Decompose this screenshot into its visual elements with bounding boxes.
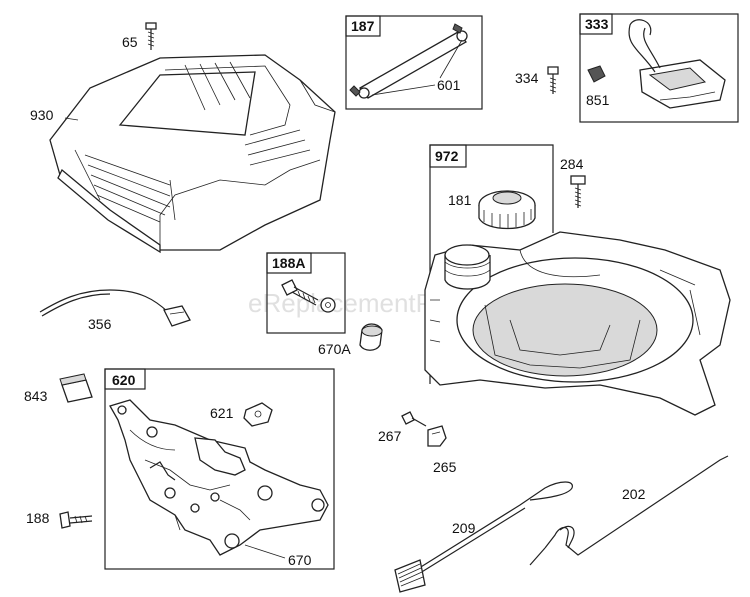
label-65: 65 [122,34,138,50]
label-851: 851 [586,92,610,108]
ignition-armature-333[interactable] [628,19,726,109]
screw-188[interactable] [59,511,93,529]
box-label-188a: 188A [272,255,305,271]
fuel-tank-shroud-972[interactable] [424,231,731,416]
box-187 [345,15,483,110]
clamp-265[interactable] [427,425,447,447]
label-843: 843 [24,388,48,404]
label-601: 601 [437,77,461,93]
kill-switch-851[interactable] [587,65,606,83]
label-670: 670 [288,552,312,568]
screw-267[interactable] [401,411,427,427]
blower-housing-930[interactable] [49,54,336,254]
label-334: 334 [515,70,539,86]
label-930: 930 [30,107,54,123]
box-972 [429,144,554,384]
bolt-334[interactable] [547,66,559,94]
label-284: 284 [560,156,584,172]
box-620 [104,368,335,570]
box-label-187: 187 [351,18,375,34]
governor-link-202[interactable] [529,455,729,566]
label-356: 356 [88,316,112,332]
control-bracket-620[interactable] [109,399,329,556]
bracket-621[interactable] [243,402,273,427]
box-label-620: 620 [112,372,136,388]
bolt-284[interactable] [570,175,586,208]
label-202: 202 [622,486,646,502]
box-label-333: 333 [585,16,609,32]
screw-65[interactable] [145,22,157,50]
label-265: 265 [433,459,457,475]
block-843[interactable] [59,373,93,403]
label-181: 181 [448,192,472,208]
fuel-line-187[interactable] [349,23,468,99]
box-label-972: 972 [435,148,459,164]
box-333 [579,13,739,123]
stop-wire-356[interactable] [39,289,191,327]
label-267: 267 [378,428,402,444]
label-670a: 670A [318,341,351,357]
label-621: 621 [210,405,234,421]
screw-assembly-188a[interactable] [281,279,336,313]
spacer-670a[interactable] [359,323,383,351]
fuel-cap-181[interactable] [478,190,536,230]
governor-spring-209[interactable] [394,481,573,593]
label-188: 188 [26,510,50,526]
label-209: 209 [452,520,476,536]
